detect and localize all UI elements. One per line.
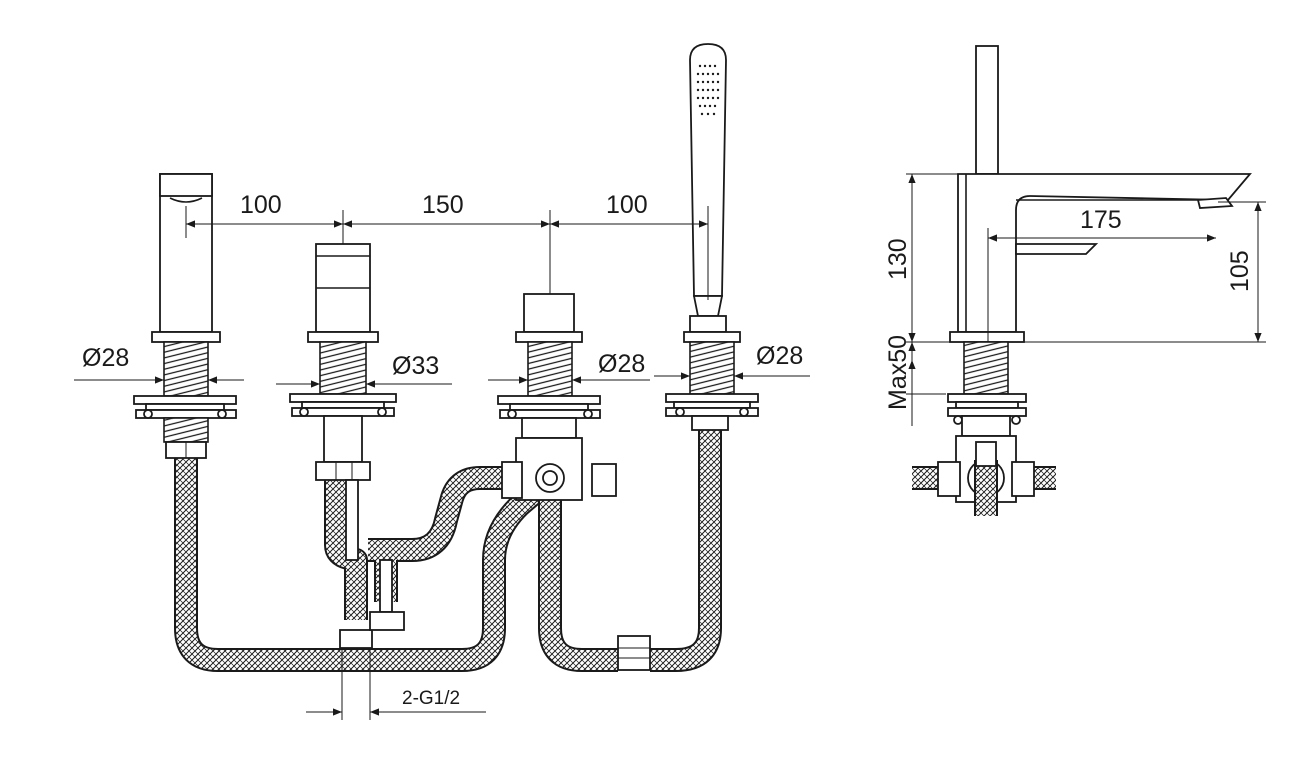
spacing-dim-2: 150 bbox=[422, 191, 464, 219]
side-view bbox=[912, 45, 1252, 516]
height-dim: 130 bbox=[884, 238, 912, 280]
spacing-dimension-lines bbox=[185, 206, 709, 300]
spout-reach-dim: 175 bbox=[1080, 206, 1122, 234]
spout-height-dim: 105 bbox=[1226, 250, 1254, 292]
side-view-dimension-lines bbox=[906, 173, 1266, 426]
diverter-unit bbox=[497, 293, 617, 501]
max-deck-dim: Max50 bbox=[884, 335, 912, 410]
diameter-dimension-lines bbox=[74, 372, 810, 388]
spacing-dim-1: 100 bbox=[240, 191, 282, 219]
spacing-dim-3: 100 bbox=[606, 191, 648, 219]
diameter-dim-shower: Ø28 bbox=[756, 342, 803, 370]
diameter-dim-diverter: Ø28 bbox=[598, 350, 645, 378]
connection-dim: 2-G1/2 bbox=[402, 688, 460, 709]
spray-holes bbox=[696, 64, 720, 116]
spout-unit bbox=[133, 173, 237, 459]
hand-shower-unit bbox=[665, 43, 759, 431]
connection-dimension-lines bbox=[306, 648, 486, 720]
diameter-dim-spout: Ø28 bbox=[82, 344, 129, 372]
diameter-dim-valve: Ø33 bbox=[392, 352, 439, 380]
flex-hoses bbox=[174, 428, 722, 672]
